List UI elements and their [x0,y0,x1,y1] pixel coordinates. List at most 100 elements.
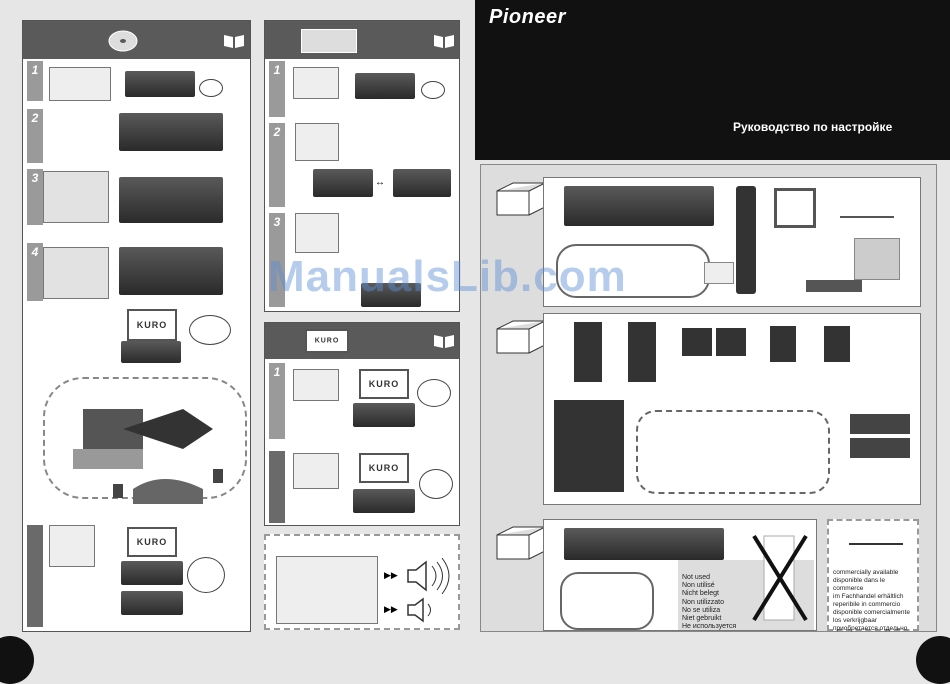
player-open-illustration [119,113,223,151]
player-illustration [121,561,183,585]
remote-illustration [49,525,95,567]
accessory-panel [543,177,921,307]
remote-illustration [43,171,109,223]
tv-logo: KURO [314,337,340,345]
panel-header: KURO [265,323,459,359]
corner-mark [916,636,950,684]
commercial-line: disponible comercialmente [833,609,910,616]
speaker [574,322,602,382]
not-used-text: Not used Non utilisé Nicht belegt Non ut… [682,574,736,631]
contents-section: Not used Non utilisé Nicht belegt Non ut… [480,164,937,632]
player-illustration [564,528,724,560]
speech-bubble [199,79,223,97]
not-used-line: Не используется [682,623,737,631]
subwoofer [554,400,624,492]
remote-control [736,186,756,294]
not-used-area: Not used Non utilisé Nicht belegt Non ut… [678,534,814,631]
receiver-illustration [353,489,415,513]
batteries [704,262,734,284]
step-bar [269,451,285,523]
tv-illustration: KURO [127,527,177,557]
fm-antenna [840,196,894,218]
commercial-line: disponible dans le commerce [833,577,886,592]
speech-bubble [187,557,225,593]
remote-illustration [295,123,339,161]
speech-bubble [421,81,445,99]
disc-insert-illustration [119,177,223,223]
player-illustration [125,71,195,97]
player-accessory-panel: Not used Non utilisé Nicht belegt Non ut… [543,519,817,631]
speaker-panel [543,313,921,505]
player-illustration [121,341,181,363]
receiver-illustration [355,73,415,99]
remote-illustration [276,556,378,624]
not-used-line: Non utilisé [682,582,715,590]
tv-logo: KURO [368,379,400,389]
commercial-line: los verkrijgbaar [833,617,878,624]
play-arrow-icon: ▶▶ [384,570,398,580]
commercial-text: commercially available disponible dans l… [833,569,917,633]
speech-bubble [189,315,231,345]
panel-header [23,21,250,59]
tv-logo: KURO [368,463,400,473]
not-used-line: No se utiliza [682,606,721,614]
room-illustration [73,409,223,504]
cleaning-cloth [854,238,900,280]
speaker-quiet-icon [407,597,431,623]
step-number: 1 [269,61,285,117]
receiver-illustration [393,169,451,197]
remote-illustration [293,67,339,99]
tv-logo: KURO [136,537,168,547]
disc-icon [108,30,138,52]
tv-icon: KURO [305,329,349,353]
tv-illustration: KURO [359,369,409,399]
remote-illustration [293,369,339,401]
cable-illustration [849,535,903,545]
step-number: 3 [269,213,285,307]
speaker [628,322,656,382]
step-bar [27,525,43,627]
speaker [824,326,850,362]
package-box-icon [496,182,546,216]
not-used-line: Nicht belegt [682,590,719,598]
tv-setup-panel: KURO 1 KURO KURO [264,322,460,526]
not-used-line: Niet gebruikt [682,615,722,623]
manual-book-icon [224,35,244,48]
speaker [682,328,712,356]
watermark: ManualsLib.com [268,252,627,301]
play-arrow-icon: ▶▶ [384,604,398,614]
player-illustration [121,591,183,615]
receiver-illustration [313,169,373,197]
speaker-loud-icon [407,558,450,594]
remote-illustration [293,453,339,489]
speaker [770,326,796,362]
cover-title: Руководство по настройке [733,120,893,134]
not-used-line: Non utilizzato [682,598,725,606]
receiver-illustration [361,283,421,307]
disc-setup-panel: 1 2 3 4 KURO KURO [22,20,251,632]
remote-illustration [49,67,111,101]
speaker [716,328,746,356]
commercial-line: im Fachhandel erhältlich [833,593,904,600]
cables [560,572,654,630]
not-used-line: Not used [682,574,711,581]
step-number: 4 [27,243,43,301]
disc-tray-illustration [119,247,223,295]
feet-pads [850,438,910,458]
tv-illustration: KURO [127,309,177,341]
remote-illustration [295,213,339,253]
panel-header [265,21,459,59]
manual-book-icon [434,35,454,48]
step-number: 2 [269,123,285,207]
brand-logo: Pioneer [489,6,566,28]
arrow-icon: ↔ [375,177,385,188]
receiver-illustration [353,403,415,427]
cross-icon [752,534,808,622]
manual-book-icon [434,335,454,348]
speaker-cables [636,410,830,494]
corner-mark [0,636,34,684]
feet-pads [850,414,910,434]
remote-illustration [43,247,109,299]
speech-bubble [417,379,451,407]
cable-labels [806,280,862,292]
